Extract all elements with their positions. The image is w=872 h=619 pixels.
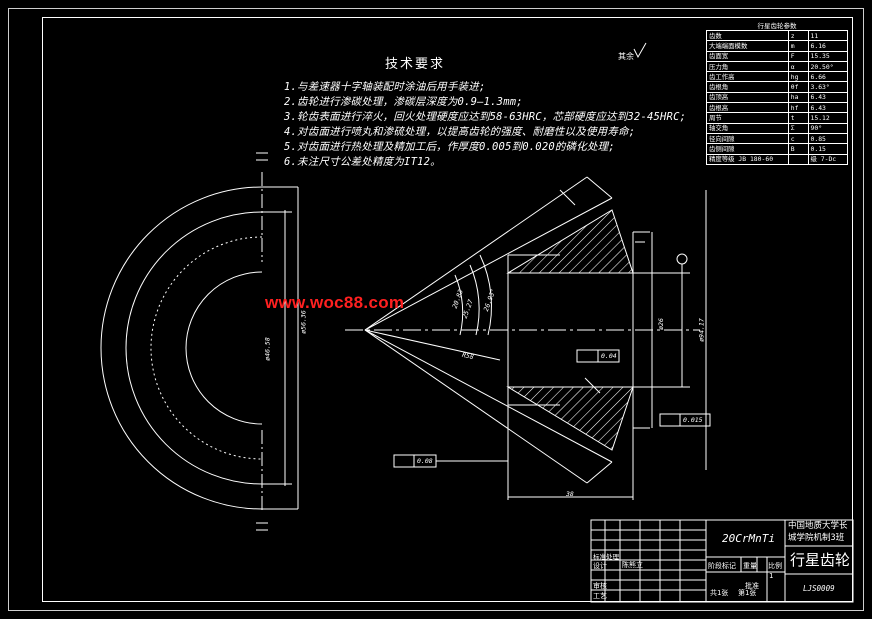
tb-scale: 比例 bbox=[768, 562, 782, 570]
param-value: 15.35 bbox=[807, 50, 849, 62]
tb-review: 审核 bbox=[593, 582, 607, 590]
param-name: 齿顶高 bbox=[706, 91, 789, 104]
dim-bore-diameter: ø26 bbox=[656, 318, 665, 330]
param-symbol: ha bbox=[787, 91, 809, 104]
param-value: 0.85 bbox=[807, 132, 849, 145]
outer-arc bbox=[100, 186, 263, 510]
inner-frame bbox=[42, 17, 853, 602]
tb-approve: 批准 bbox=[745, 582, 759, 590]
tb-designer: 陈熊立 bbox=[622, 561, 643, 569]
param-value: 6.43 bbox=[807, 102, 849, 114]
param-name: 周节 bbox=[706, 112, 789, 124]
param-value: 6.16 bbox=[807, 40, 849, 52]
param-symbol: θf bbox=[787, 81, 809, 93]
requirement-5: 5.对齿面进行热处理及精加工后，作厚度0.005到0.020的磷化处理; bbox=[284, 141, 615, 153]
dim-length: 38 bbox=[566, 490, 574, 498]
param-name: 齿根高 bbox=[706, 102, 789, 114]
dim-outer-diameter: ø56.36 bbox=[299, 310, 308, 334]
material: 20CrMnTi bbox=[722, 532, 775, 545]
param-name: 齿侧间隙 bbox=[706, 143, 789, 155]
school-name: 中国地质大学长城学院机制3班 bbox=[788, 521, 848, 543]
watermark: www.woc88.com bbox=[265, 293, 405, 312]
param-symbol: m bbox=[787, 40, 809, 52]
param-symbol: t bbox=[787, 112, 809, 124]
requirement-6: 6.未注尺寸公差处精度为IT12。 bbox=[284, 156, 441, 168]
param-value: 6.43 bbox=[807, 91, 849, 104]
param-value: 90° bbox=[807, 122, 849, 134]
requirement-4: 4.对齿面进行喷丸和渗硫处理，以提高齿轮的强度、耐磨性以及使用寿命; bbox=[284, 126, 636, 138]
main-view bbox=[345, 176, 711, 500]
dim-inner-diameter: ø46.58 bbox=[263, 337, 272, 361]
param-value: 20.50° bbox=[807, 60, 849, 73]
dim-tip-diameter: ø94.17 bbox=[697, 318, 706, 342]
roughness-symbol bbox=[633, 42, 647, 59]
part-name: 行星齿轮 bbox=[790, 552, 851, 569]
drawing-code: LJS0009 bbox=[803, 584, 835, 593]
tb-scale-value: 1 bbox=[769, 572, 774, 580]
param-value: 0.15 bbox=[807, 143, 849, 155]
param-symbol: α bbox=[787, 60, 809, 73]
tb-weight: 重量 bbox=[743, 562, 757, 570]
param-symbol: z bbox=[787, 29, 809, 42]
param-symbol: B bbox=[787, 143, 809, 155]
param-name: 齿工作高 bbox=[706, 71, 789, 83]
requirement-1: 1.与差速器十字轴装配时涂油后用手装进; bbox=[284, 81, 486, 93]
left-view bbox=[100, 152, 299, 531]
param-name: 齿面宽 bbox=[706, 50, 789, 62]
param-name: 大端端面模数 bbox=[706, 40, 789, 52]
tb-sheets: 共1张 bbox=[710, 589, 729, 597]
roughness-note: 其余 bbox=[618, 52, 634, 61]
tb-stage: 阶段标记 bbox=[708, 562, 736, 570]
param-value: 6.66 bbox=[807, 71, 849, 83]
param-name: 齿根角 bbox=[706, 81, 789, 93]
param-value: 3.63° bbox=[807, 81, 849, 93]
tolerance-2: 0.015 bbox=[683, 416, 703, 424]
param-symbol: c bbox=[787, 132, 809, 145]
param-name: 精度等级 JB 180-60 bbox=[706, 153, 789, 165]
gear-params-title: 行星齿轮参数 bbox=[757, 22, 797, 30]
tolerance-1: 0.04 bbox=[601, 352, 617, 360]
param-symbol: F bbox=[787, 50, 809, 62]
tb-standard: 标准处理 bbox=[593, 553, 619, 561]
param-name: 径向间隙 bbox=[706, 132, 789, 145]
tolerance-3: 0.08 bbox=[417, 457, 433, 465]
tb-sheet-no: 第1张 bbox=[738, 589, 757, 597]
gear-param-row: 精度等级 JB 180-60 级 7-Dc bbox=[706, 153, 849, 165]
tech-requirements-title: 技术要求 bbox=[385, 57, 446, 72]
param-symbol: Σ bbox=[787, 122, 809, 134]
requirement-3: 3.轮齿表面进行淬火，回火处理硬度应达到58-63HRC，芯部硬度应达到32-4… bbox=[284, 111, 687, 123]
requirement-2: 2.齿轮进行渗碳处理，渗碳层深度为0.9—1.3mm; bbox=[284, 96, 523, 108]
param-value: 11 bbox=[807, 29, 849, 42]
param-symbol bbox=[787, 153, 809, 165]
outer-frame bbox=[8, 8, 864, 611]
title-block-lines bbox=[590, 519, 854, 603]
param-value: 级 7-Dc bbox=[807, 153, 849, 165]
param-name: 齿数 bbox=[706, 29, 789, 42]
param-name: 轴交角 bbox=[706, 122, 789, 134]
param-name: 压力角 bbox=[706, 60, 789, 73]
tb-design: 设计 bbox=[593, 562, 607, 570]
param-value: 15.12 bbox=[807, 112, 849, 124]
param-symbol: hf bbox=[787, 102, 809, 114]
tb-process: 工艺 bbox=[593, 592, 607, 600]
param-symbol: hg bbox=[787, 71, 809, 83]
